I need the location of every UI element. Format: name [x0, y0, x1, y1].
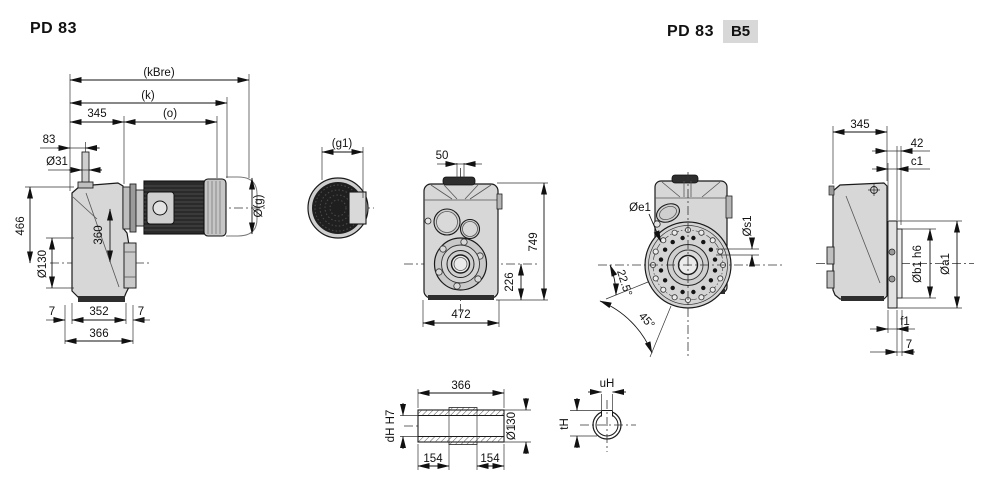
b5-flange-plate	[887, 220, 898, 309]
dim-label-50: 50	[436, 150, 449, 162]
dim-label-345-side: 345	[87, 108, 106, 120]
motor-lantern	[122, 186, 131, 230]
b5-housing	[832, 182, 888, 300]
dim-label-154-right: 154	[480, 453, 500, 465]
dim-label-345-b5: 345	[850, 119, 869, 131]
view-side: (kBre) (k) 345 (o) 83 Ø31 466	[15, 67, 268, 344]
dim-label-7-right: 7	[138, 306, 144, 318]
dim-label-th: tH	[559, 418, 571, 430]
dim-label-154-left: 154	[423, 453, 443, 465]
dim-label-s1: Øs1	[742, 215, 754, 236]
drawing-title-right: PD 83 B5	[667, 20, 759, 43]
motor-phantom-outline	[226, 176, 258, 237]
dim-label-c1: c1	[911, 156, 923, 168]
dim-label-k: (k)	[141, 90, 155, 102]
housing-foot	[78, 296, 125, 302]
dim-label-366-shaft: 366	[451, 380, 470, 392]
drawing-title-left: PD 83	[30, 20, 77, 37]
dim-label-og: Ø(g)	[253, 194, 265, 217]
housing-bolts	[658, 235, 718, 295]
front-foot	[428, 295, 494, 300]
dim-label-uh: uH	[600, 378, 615, 390]
dim-label-45deg: 45°	[636, 311, 657, 332]
dim-label-o130-shaft: Ø130	[506, 412, 518, 440]
dim-label-b1h6: Øb1 h6	[912, 245, 924, 283]
dim-label-226: 226	[504, 272, 516, 291]
dim-label-366-side: 366	[89, 328, 108, 340]
dim-label-360: 360	[93, 225, 105, 244]
view-b5-side: 345 42 c1 Øb1 h6 Øa1	[816, 119, 974, 356]
dim-label-7-left: 7	[49, 306, 55, 318]
breather-plug	[81, 151, 90, 187]
dim-label-o: (o)	[163, 108, 177, 120]
view-flange-face: Øe1 Øs1 22.5° 45°	[598, 172, 782, 358]
mounting-variant-badge: B5	[722, 20, 759, 43]
view-hollow-shaft: 366 dH H7 Ø130 154 154	[385, 380, 531, 470]
view-keyway: uH tH	[559, 378, 636, 452]
dim-label-o130-side: Ø130	[37, 250, 49, 278]
dim-label-22-5deg: 22.5°	[614, 268, 634, 297]
cable-gland	[152, 200, 168, 216]
drawing-title-right-text: PD 83	[667, 22, 714, 40]
dim-label-f1: f1	[900, 316, 910, 328]
dim-label-749: 749	[528, 232, 540, 251]
oil-plug	[424, 217, 432, 225]
dim-label-7-b5: 7	[906, 339, 912, 351]
top-cover	[442, 176, 476, 186]
hollow-shaft-end	[826, 246, 835, 265]
dim-label-472: 472	[451, 309, 470, 321]
view-front: 50 749 226 472	[404, 150, 548, 327]
dim-label-466: 466	[15, 216, 27, 235]
oil-plug-face	[653, 220, 661, 228]
fan-cowl	[203, 178, 227, 237]
dim-label-dh-h7: dH H7	[385, 410, 397, 443]
fan-hub-cover	[348, 191, 367, 225]
dim-label-e1: Øe1	[629, 202, 651, 214]
dim-label-g1: (g1)	[332, 138, 353, 150]
dim-label-42: 42	[911, 138, 924, 150]
centering-spigot	[896, 228, 903, 299]
dim-label-352: 352	[89, 306, 108, 318]
view-fan: (g1)	[307, 138, 374, 239]
dim-label-o31: Ø31	[46, 156, 68, 168]
dim-label-kbre: (kBre)	[143, 67, 174, 79]
dim-label-83: 83	[43, 134, 56, 146]
dim-label-a1: Øa1	[940, 253, 952, 275]
cast-handle-opening	[655, 203, 681, 223]
output-hub	[123, 242, 137, 289]
